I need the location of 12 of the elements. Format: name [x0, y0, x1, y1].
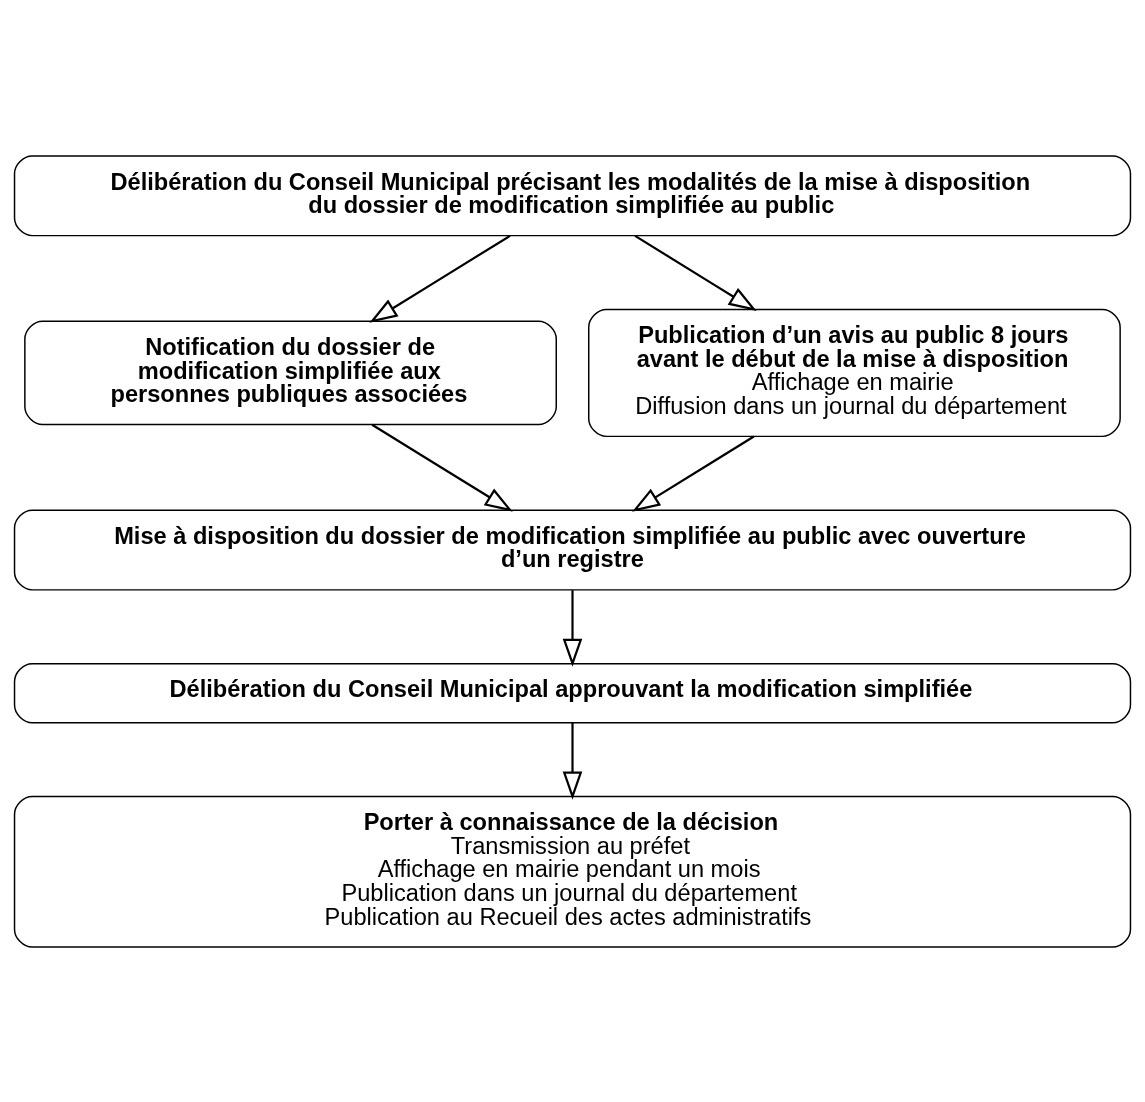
arrow: [562, 722, 583, 800]
arrow: [369, 234, 511, 323]
node-box: Notification du dossier de modification simplifiée aux personnes publiques associées: [24, 320, 557, 425]
node-box: Mise à disposition du dossier de modification simplifiée au public avec ouverture d’un registre: [13, 508, 1132, 591]
arrow: [371, 423, 513, 512]
node-box: Publication d’un avis au public 8 jours avant le début de la mise à disposition Affichage en mairie Diffusion dans un journal du département: [588, 308, 1121, 437]
arrow: [634, 234, 757, 311]
node-box: Porter à connaissance de la décision Transmission au préfet Affichage en mairie pendant un mois Publication dans un journal du département Publication au Recueil des actes administratifs: [13, 795, 1132, 948]
node-box: Délibération du Conseil Municipal approuvant la modification simplifiée: [13, 662, 1132, 723]
arrow: [632, 435, 755, 512]
arrow: [562, 589, 583, 667]
node-box: Délibération du Conseil Municipal précisant les modalités de la mise à disposition du dossier de modification simplifiée au public: [13, 154, 1132, 236]
